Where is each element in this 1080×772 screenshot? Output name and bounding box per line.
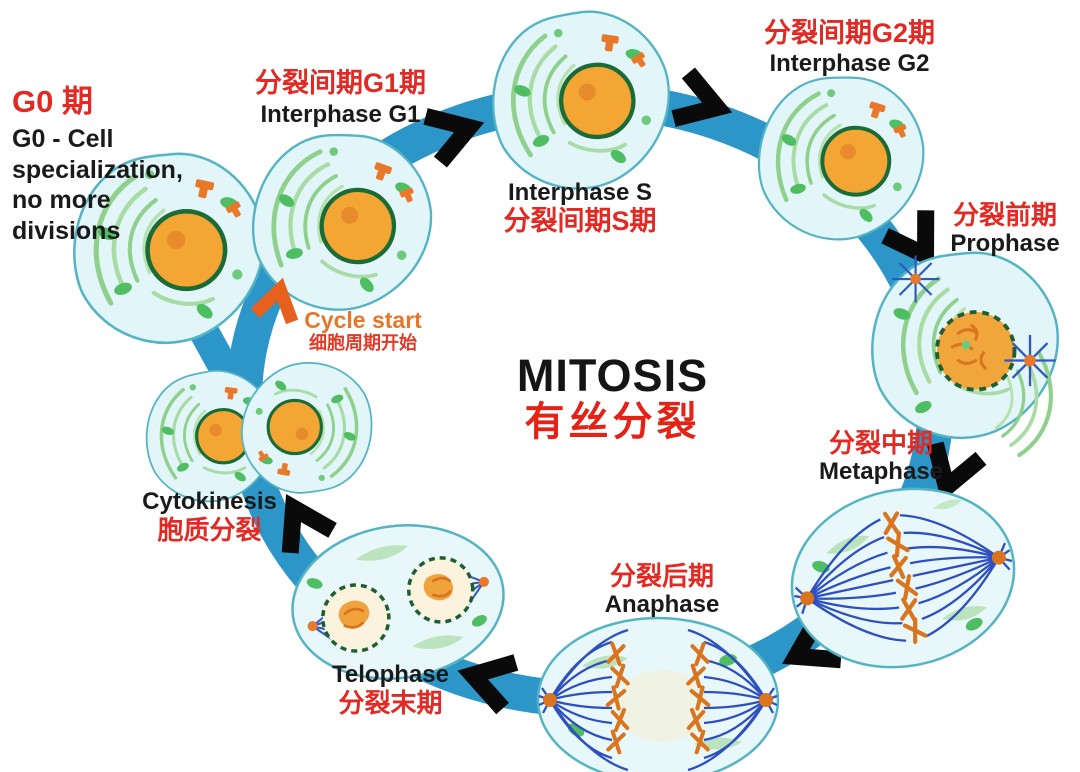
label-g1-en: Interphase G1 <box>260 101 421 128</box>
label-telophase-zh: 分裂末期 <box>338 688 443 718</box>
label-cycle-start-zh: 细胞周期开始 <box>309 333 417 353</box>
cell-interphase-g2 <box>751 69 930 248</box>
diagram-title-en: MITOSIS <box>516 350 709 401</box>
label-anaphase-en: Anaphase <box>604 591 720 618</box>
cell-interphase-s <box>487 6 675 194</box>
cell-anaphase <box>538 618 778 772</box>
label-g0-zh: G0 期 <box>12 84 93 119</box>
cycle-start-arrow-icon <box>250 277 299 325</box>
label-telophase-en: Telophase <box>332 661 449 688</box>
label-metaphase-zh: 分裂中期 <box>828 428 933 458</box>
label-g0-en: G0 - Cell specialization, no more divisi… <box>12 125 183 245</box>
cell-prophase <box>872 253 1057 455</box>
label-anaphase-zh: 分裂后期 <box>609 561 714 591</box>
diagram-title-zh: 有丝分裂 <box>524 400 701 444</box>
label-metaphase-en: Metaphase <box>818 458 944 485</box>
label-s-en: Interphase S <box>507 179 653 206</box>
label-g2-en: Interphase G2 <box>769 50 930 77</box>
label-g2-zh: 分裂间期G2期 <box>763 18 936 48</box>
label-g1-zh: 分裂间期G1期 <box>254 68 427 98</box>
label-cytokinesis-zh: 胞质分裂 <box>157 515 262 545</box>
label-s-zh: 分裂间期S期 <box>503 206 657 236</box>
label-prophase-en: Prophase <box>950 230 1060 257</box>
label-prophase-zh: 分裂前期 <box>952 200 1057 230</box>
label-cytokinesis-en: Cytokinesis <box>142 488 277 515</box>
label-cycle-start-en: Cycle start <box>304 307 422 333</box>
